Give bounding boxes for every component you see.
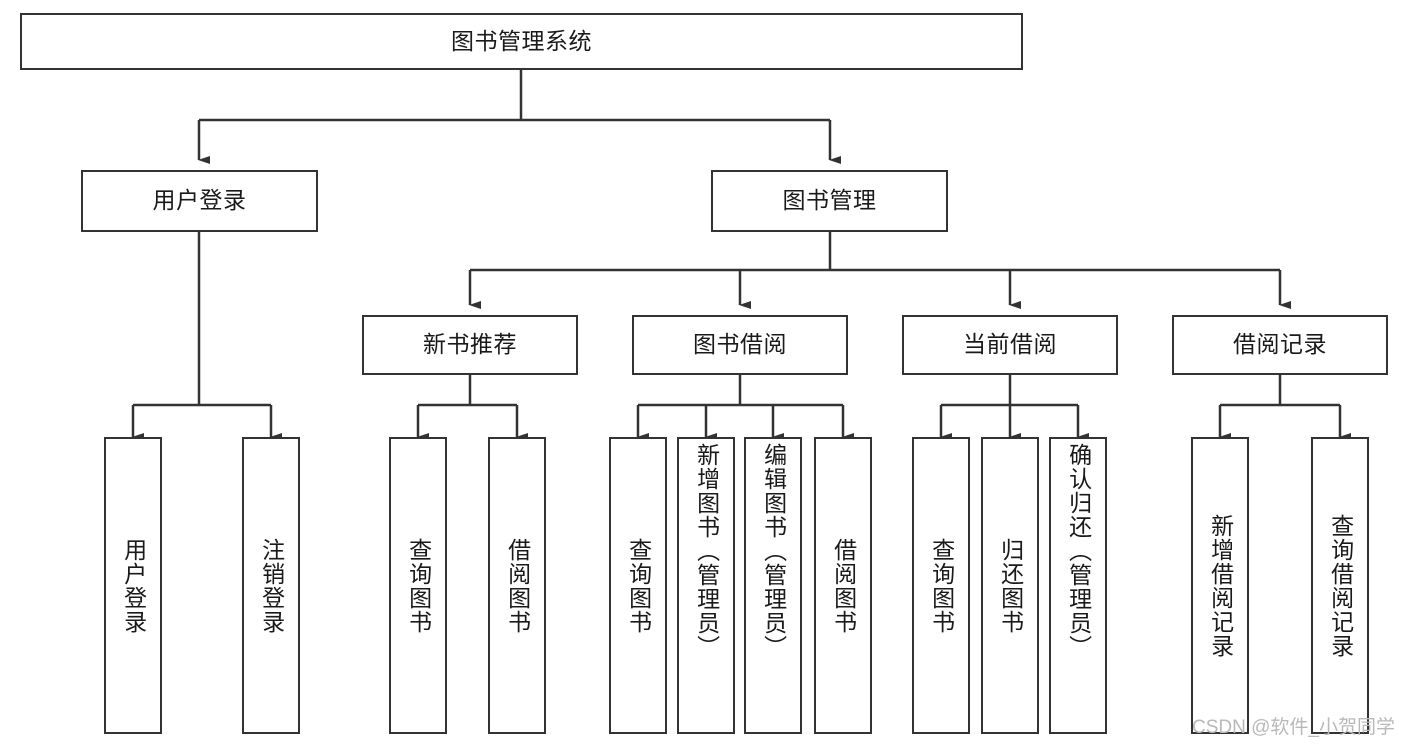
node-book-borrow-label: 图书借阅 xyxy=(693,331,787,358)
leaf-current-borrow-confirm-return[interactable]: 确认归还（管理员） xyxy=(1049,437,1107,734)
node-book-borrow[interactable]: 图书借阅 xyxy=(632,315,848,375)
node-new-book-recommend[interactable]: 新书推荐 xyxy=(362,315,578,375)
node-borrow-record-label: 借阅记录 xyxy=(1233,331,1327,358)
leaf-book-borrow-add[interactable]: 新增图书（管理员） xyxy=(677,437,735,734)
node-book-management-label: 图书管理 xyxy=(782,187,877,214)
leaf-book-borrow-borrow[interactable]: 借阅图书 xyxy=(814,437,872,734)
leaf-user-login-logout[interactable]: 注销登录 xyxy=(242,437,300,734)
leaf-current-borrow-return-label: 归还图书 xyxy=(997,537,1024,634)
leaf-borrow-record-query[interactable]: 查询借阅记录 xyxy=(1311,437,1369,734)
leaf-book-borrow-borrow-label: 借阅图书 xyxy=(830,537,857,634)
leaf-borrow-record-query-label: 查询借阅记录 xyxy=(1327,513,1354,658)
leaf-borrow-record-add[interactable]: 新增借阅记录 xyxy=(1191,437,1249,734)
connector-borrowrecord-to-leaves xyxy=(1218,375,1351,441)
leaf-borrow-record-add-label: 新增借阅记录 xyxy=(1207,513,1234,658)
leaf-book-borrow-query[interactable]: 查询图书 xyxy=(609,437,667,734)
leaf-user-login-login[interactable]: 用户登录 xyxy=(104,437,162,734)
node-current-borrow[interactable]: 当前借阅 xyxy=(902,315,1118,375)
leaf-new-book-borrow[interactable]: 借阅图书 xyxy=(488,437,546,734)
node-user-login[interactable]: 用户登录 xyxy=(81,170,318,232)
connector-root-to-level2 xyxy=(197,70,841,164)
leaf-current-borrow-confirm-return-label: 确认归还（管理员） xyxy=(1065,443,1092,659)
leaf-new-book-borrow-label: 借阅图书 xyxy=(504,537,531,634)
connector-currentborrow-to-leaves xyxy=(939,375,1089,441)
leaf-book-borrow-edit-label: 编辑图书（管理员） xyxy=(760,443,787,659)
leaf-current-borrow-query-label: 查询图书 xyxy=(928,537,955,634)
leaf-book-borrow-add-label: 新增图书（管理员） xyxy=(693,443,720,659)
leaf-current-borrow-return[interactable]: 归还图书 xyxy=(981,437,1039,734)
node-book-management[interactable]: 图书管理 xyxy=(711,170,948,232)
connector-bookmgmt-to-level3 xyxy=(468,232,1291,309)
csdn-watermark: CSDN @软件_小贺同学 xyxy=(1192,717,1395,738)
connector-bookborrow-to-leaves xyxy=(636,375,854,441)
node-user-login-label: 用户登录 xyxy=(152,187,247,214)
leaf-book-borrow-query-label: 查询图书 xyxy=(625,537,652,634)
leaf-book-borrow-edit[interactable]: 编辑图书（管理员） xyxy=(744,437,802,734)
connector-newbook-to-leaves xyxy=(416,375,528,441)
leaf-current-borrow-query[interactable]: 查询图书 xyxy=(912,437,970,734)
node-new-book-recommend-label: 新书推荐 xyxy=(423,331,517,358)
leaf-new-book-query-label: 查询图书 xyxy=(405,537,432,634)
node-current-borrow-label: 当前借阅 xyxy=(963,331,1057,358)
leaf-user-login-logout-label: 注销登录 xyxy=(258,537,285,634)
leaf-new-book-query[interactable]: 查询图书 xyxy=(389,437,447,734)
node-root-system[interactable]: 图书管理系统 xyxy=(20,13,1023,70)
connector-userlogin-to-leaves xyxy=(131,232,282,441)
node-root-system-label: 图书管理系统 xyxy=(451,27,592,54)
leaf-user-login-login-label: 用户登录 xyxy=(120,537,147,634)
node-borrow-record[interactable]: 借阅记录 xyxy=(1172,315,1388,375)
